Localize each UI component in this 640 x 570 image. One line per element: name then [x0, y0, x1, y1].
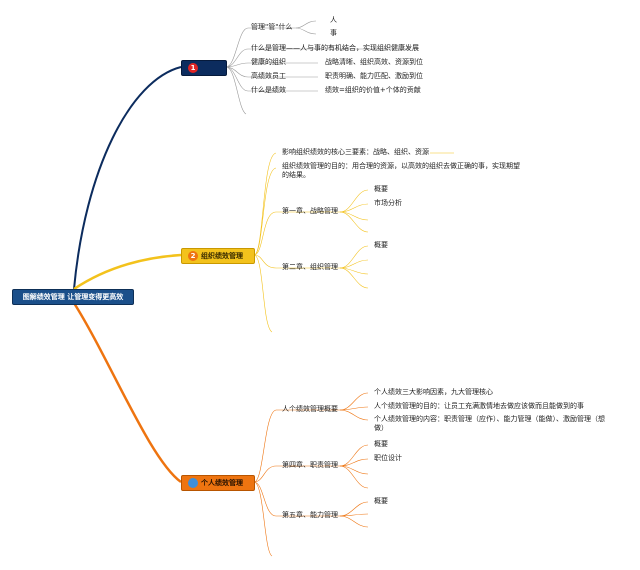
number-1-icon: 1	[188, 63, 198, 73]
topic-things[interactable]: 事	[330, 29, 337, 37]
topic-what-is-perf[interactable]: 什么是绩效	[251, 86, 286, 94]
number-2-icon: 2	[188, 251, 198, 261]
topic-chapter-2[interactable]: 第二章、组织管理	[282, 263, 338, 271]
topic-three-factors[interactable]: 个人绩效三大影响因素，九大管理核心	[374, 388, 493, 396]
topic-personal-overview[interactable]: 人个绩效管理概要	[282, 405, 338, 413]
topic-three-elements[interactable]: 影响组织绩效的核心三要素：战略、组织、资源	[282, 148, 429, 156]
topic-personal-content[interactable]: 个人绩效管理的内容：职责管理（应作）、能力管理（能做）、激励管理（想做）	[374, 415, 605, 432]
topic-ch5-overview[interactable]: 概要	[374, 497, 388, 505]
branch-2-label: 组织绩效管理	[201, 252, 243, 260]
topic-chapter-5[interactable]: 第五章、能力管理	[282, 511, 338, 519]
topic-healthy-org-desc[interactable]: 战略清晰、组织高效、资源到位	[325, 58, 423, 66]
b3-links	[253, 392, 369, 557]
link-root-b1	[73, 66, 182, 290]
branch-2-topic[interactable]: 2 组织绩效管理	[181, 248, 255, 264]
branch-3-label: 个人绩效管理	[201, 479, 243, 487]
topic-org-purpose[interactable]: 组织绩效管理的目的：用合理的资源，以高效的组织去做正确的事，实现期望的结果。	[282, 162, 520, 179]
topic-chapter-1[interactable]: 第一章、战略管理	[282, 207, 338, 215]
link-root-b2	[73, 253, 182, 291]
topic-personal-purpose[interactable]: 人个绩效管理的目的：让员工充满激情地去做应该做而且能做到的事	[374, 402, 584, 410]
number-3-icon	[188, 478, 198, 488]
topic-people[interactable]: 人	[330, 16, 337, 24]
topic-chapter-4[interactable]: 第四章、职责管理	[282, 461, 338, 469]
root-topic[interactable]: 图解绩效管理 让管理变得更高效	[12, 289, 134, 305]
b1-links	[225, 20, 410, 115]
topic-ch2-overview[interactable]: 概要	[374, 241, 388, 249]
link-root-b3	[72, 302, 182, 484]
b2-links	[253, 152, 454, 333]
topic-ch1-overview[interactable]: 概要	[374, 185, 388, 193]
topic-what-is-management[interactable]: 什么是管理——人与事的有机结合，实现组织健康发展	[251, 44, 419, 52]
topic-ch4-overview[interactable]: 概要	[374, 440, 388, 448]
topic-manage-what[interactable]: 管理"管"什么	[251, 23, 293, 31]
topic-high-perf-staff-desc[interactable]: 职责明确、能力匹配、激励到位	[325, 72, 423, 80]
branch-3-topic[interactable]: 个人绩效管理	[181, 475, 255, 491]
topic-healthy-org[interactable]: 健康的组织	[251, 58, 286, 66]
topic-high-perf-staff[interactable]: 高绩效员工	[251, 72, 286, 80]
topic-what-is-perf-desc[interactable]: 绩效=组织的价值+个体的贡献	[325, 86, 421, 94]
topic-ch1-market[interactable]: 市场分析	[374, 199, 402, 207]
branch-1-topic[interactable]: 1	[181, 60, 227, 76]
topic-ch4-position[interactable]: 职位设计	[374, 454, 402, 462]
